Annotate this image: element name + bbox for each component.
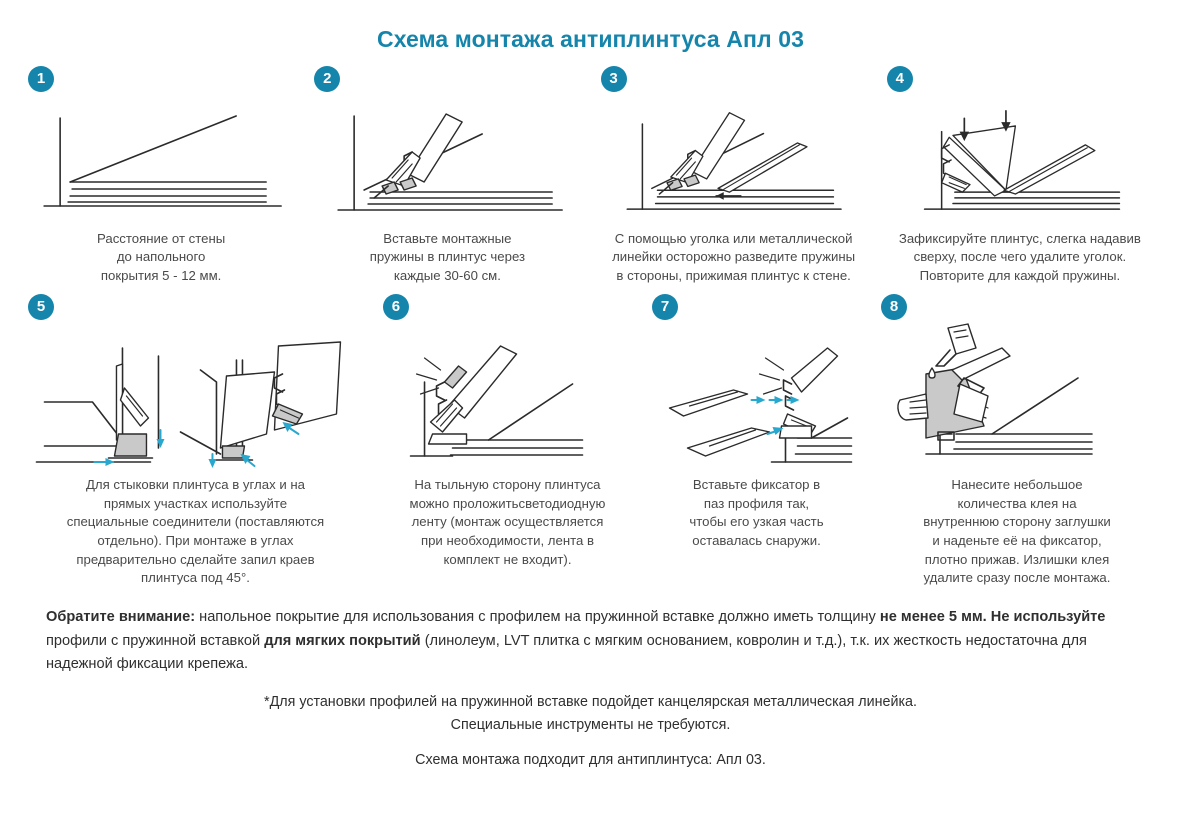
step-1-caption: Расстояние от стены до напольного покрыт… <box>97 230 226 284</box>
step-number-badge-3: 3 <box>600 65 627 92</box>
step-number-badge-4: 4 <box>886 65 913 92</box>
step-6: 6 На тыль <box>373 293 642 588</box>
step-4: 4 <box>877 65 1163 286</box>
step-1-illustration <box>43 114 282 207</box>
steps-row-top: 1 Расстояние от стены до напольного покр… <box>0 65 1181 286</box>
step-2-illustration <box>337 112 564 211</box>
step-7-illustration <box>668 347 853 463</box>
page-title: Схема монтажа антиплинтуса Апл 03 <box>376 26 804 52</box>
step-5: 5 <box>18 293 373 588</box>
step-8-caption: Нанесите небольшое количества клея на вн… <box>923 476 1111 586</box>
step-4-illustration <box>923 109 1120 210</box>
step-3: 3 <box>591 65 877 286</box>
note-bold-2: для мягких покрытий <box>264 632 421 649</box>
step-5-caption: Для стыковки плинтуса в углах и на прямы… <box>66 476 325 586</box>
step-number-badge-1: 1 <box>28 65 54 92</box>
step-number-badge-8: 8 <box>881 293 907 320</box>
step-1: 1 Расстояние от стены до напольного покр… <box>18 65 304 286</box>
note-part-3: (линолеум, LVT плитка с мягким основание… <box>46 632 1087 673</box>
step-4-caption: Зафиксируйте плинтус, слегка надавив све… <box>898 230 1141 284</box>
step-3-caption: С помощью уголка или металлической линей… <box>612 230 856 284</box>
step-6-caption: На тыльную сторону плинтуса можно пролож… <box>409 476 606 567</box>
step-2: 2 Вставьте монтажные пружин <box>304 65 590 286</box>
note-part-2: профили с пружинной вставкой <box>46 632 265 649</box>
step-6-illustration <box>409 345 584 457</box>
note-part-1: напольное покрытие для использования с п… <box>195 609 880 626</box>
footnotes: *Для установки профилей на пружинной вст… <box>40 691 1141 772</box>
steps-row-bottom: 5 <box>0 293 1181 588</box>
step-5-illustration <box>35 341 342 468</box>
note-bold-1: не менее 5 мм. Не используйте <box>879 609 1106 626</box>
step-8-illustration <box>897 323 1093 455</box>
step-7: 7 <box>642 293 871 588</box>
attention-note: Обратите внимание: напольное покрытие дл… <box>46 606 1141 677</box>
step-number-badge-7: 7 <box>652 293 678 320</box>
step-8: 8 <box>871 293 1163 588</box>
step-2-caption: Вставьте монтажные пружины в плинтус чер… <box>369 230 526 284</box>
attention-lead: Обратите внимание: <box>46 609 196 626</box>
step-7-caption: Вставьте фиксатор в паз профиля так, что… <box>689 476 824 548</box>
step-number-badge-2: 2 <box>314 65 341 92</box>
footnote-1: *Для установки профилей на пружинной вст… <box>264 694 917 711</box>
step-number-badge-6: 6 <box>382 293 409 320</box>
footnote-3: Схема монтажа подходит для антиплинтуса:… <box>415 752 766 769</box>
step-3-illustration <box>626 111 842 210</box>
footnote-2: Специальные инструменты не требуются. <box>450 717 731 734</box>
step-number-badge-5: 5 <box>28 293 54 320</box>
